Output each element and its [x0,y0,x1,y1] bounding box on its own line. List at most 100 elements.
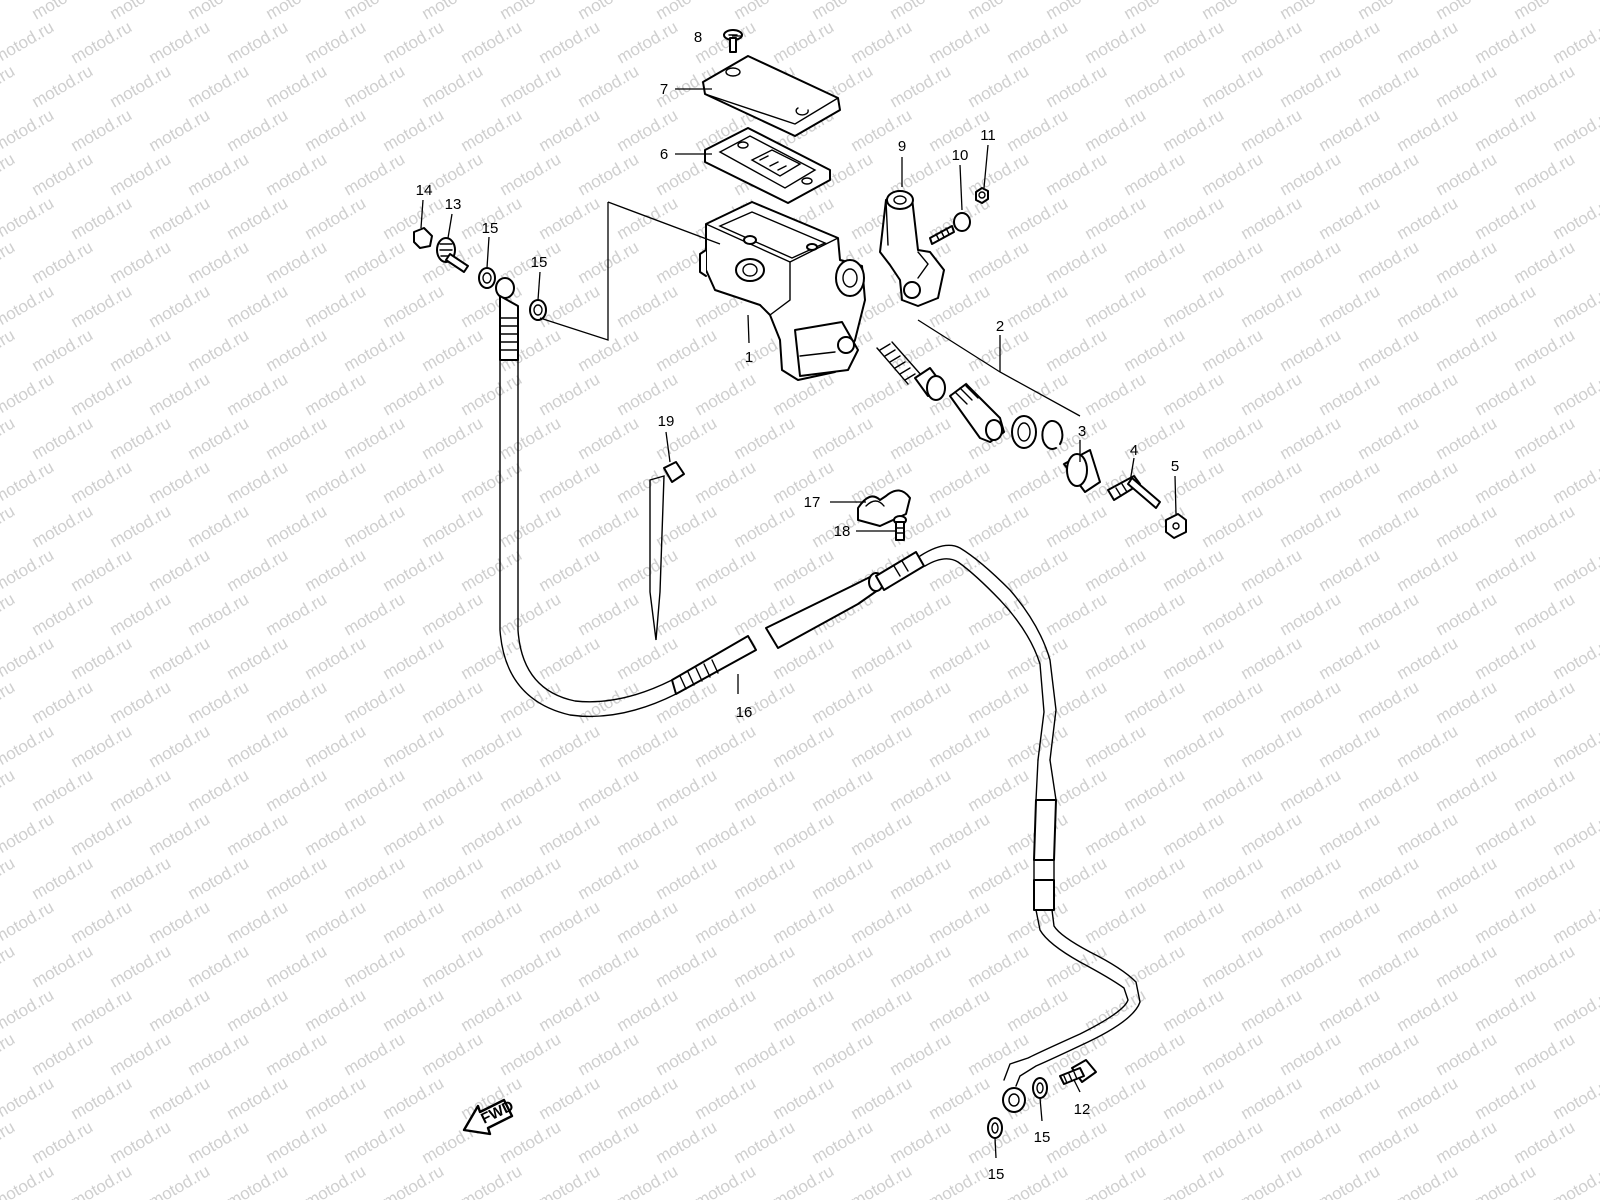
watermark-text: motod.ru [0,677,18,727]
watermark-text: motod.ru [1004,633,1072,683]
bleeder-valve [436,237,469,273]
watermark-text: motod.ru [380,633,448,683]
watermark-text: motod.ru [419,0,487,23]
watermark-text: motod.ru [653,1117,721,1167]
watermark-text: motod.ru [224,105,292,155]
lever-bracket [879,190,945,307]
watermark-text: motod.ru [1511,677,1579,727]
watermark-text: motod.ru [224,721,292,771]
watermark-text: motod.ru [731,1117,799,1167]
callout-1: 1 [745,349,753,366]
watermark-text: motod.ru [1550,809,1600,859]
watermark-text: motod.ru [224,369,292,419]
watermark-text: motod.ru [1550,633,1600,683]
watermark-text: motod.ru [653,0,721,23]
watermark-text: motod.ru [614,985,682,1035]
watermark-text: motod.ru [0,1073,57,1123]
watermark-text: motod.ru [341,589,409,639]
watermark-text: motod.ru [29,413,97,463]
watermark-text: motod.ru [1160,193,1228,243]
watermark-text: motod.ru [965,149,1033,199]
watermark-text: motod.ru [0,457,57,507]
watermark-text: motod.ru [536,985,604,1035]
watermark-text: motod.ru [302,17,370,67]
dust-boot [1063,449,1101,493]
watermark-text: motod.ru [1511,237,1579,287]
watermark-text: motod.ru [29,61,97,111]
watermark-text: motod.ru [575,149,643,199]
watermark-text: motod.ru [1082,633,1150,683]
watermark-text: motod.ru [1199,149,1267,199]
watermark-text: motod.ru [692,721,760,771]
callout-11: 11 [980,127,996,144]
watermark-text: motod.ru [302,457,370,507]
watermark-text: motod.ru [1355,325,1423,375]
watermark-text: motod.ru [224,1161,292,1200]
watermark-text: motod.ru [0,809,57,859]
watermark-text: motod.ru [653,765,721,815]
cable-tie [649,461,685,641]
watermark-text: motod.ru [1121,0,1189,23]
watermark-text: motod.ru [575,501,643,551]
watermark-text: motod.ru [1160,633,1228,683]
watermark-text: motod.ru [1433,61,1501,111]
watermark-text: motod.ru [1199,1029,1267,1079]
watermark-text: motod.ru [341,0,409,23]
watermark-text: motod.ru [887,589,955,639]
watermark-text: motod.ru [0,633,57,683]
watermark-text: motod.ru [146,809,214,859]
watermark-text: motod.ru [419,413,487,463]
watermark-text: motod.ru [380,1073,448,1123]
watermark-text: motod.ru [0,281,57,331]
watermark-text: motod.ru [1121,149,1189,199]
watermark-text: motod.ru [0,325,18,375]
watermark-text: motod.ru [770,17,838,67]
watermark-text: motod.ru [770,809,838,859]
watermark-text: motod.ru [146,193,214,243]
watermark-text: motod.ru [185,589,253,639]
watermark-text: motod.ru [1316,105,1384,155]
watermark-text: motod.ru [1238,545,1306,595]
watermark-text: motod.ru [0,193,57,243]
watermark-text: motod.ru [1355,589,1423,639]
watermark-text: motod.ru [1511,413,1579,463]
watermark-text: motod.ru [770,1161,838,1200]
callout-labels: 1 2 3 4 5 6 7 8 9 10 11 12 13 14 15 15 1… [416,29,1180,1183]
watermark-text: motod.ru [653,853,721,903]
watermark-text: motod.ru [1277,413,1345,463]
watermark-text: motod.ru [146,281,214,331]
watermark-text: motod.ru [1472,721,1540,771]
piston-spring [876,341,923,385]
watermark-text: motod.ru [224,193,292,243]
watermark-text: motod.ru [887,0,955,23]
watermark-text: motod.ru [1121,677,1189,727]
watermark-text: motod.ru [146,545,214,595]
watermark-text: motod.ru [1316,457,1384,507]
watermark-text: motod.ru [731,853,799,903]
watermark-text: motod.ru [0,1029,18,1079]
watermark-text: motod.ru [1004,457,1072,507]
watermark-text: motod.ru [497,589,565,639]
watermark-text: motod.ru [614,897,682,947]
watermark-text: motod.ru [458,457,526,507]
watermark-text: motod.ru [458,369,526,419]
watermark-text: motod.ru [146,721,214,771]
watermark-text: motod.ru [1277,149,1345,199]
watermark-text: motod.ru [146,985,214,1035]
watermark-text: motod.ru [497,413,565,463]
watermark-text: motod.ru [0,853,18,903]
watermark-text: motod.ru [263,325,331,375]
watermark-text: motod.ru [1511,589,1579,639]
washer-15-lower-right [1032,1077,1048,1099]
watermark-text: motod.ru [536,457,604,507]
watermark-text: motod.ru [575,0,643,23]
watermark-text: motod.ru [1121,1117,1189,1167]
watermark-text: motod.ru [107,325,175,375]
watermark-text: motod.ru [1472,193,1540,243]
watermark-text: motod.ru [1433,677,1501,727]
watermark-text: motod.ru [146,457,214,507]
watermark-text: motod.ru [1472,1161,1540,1200]
watermark-text: motod.ru [926,457,994,507]
watermark-text: motod.ru [302,897,370,947]
watermark-text: motod.ru [29,1029,97,1079]
